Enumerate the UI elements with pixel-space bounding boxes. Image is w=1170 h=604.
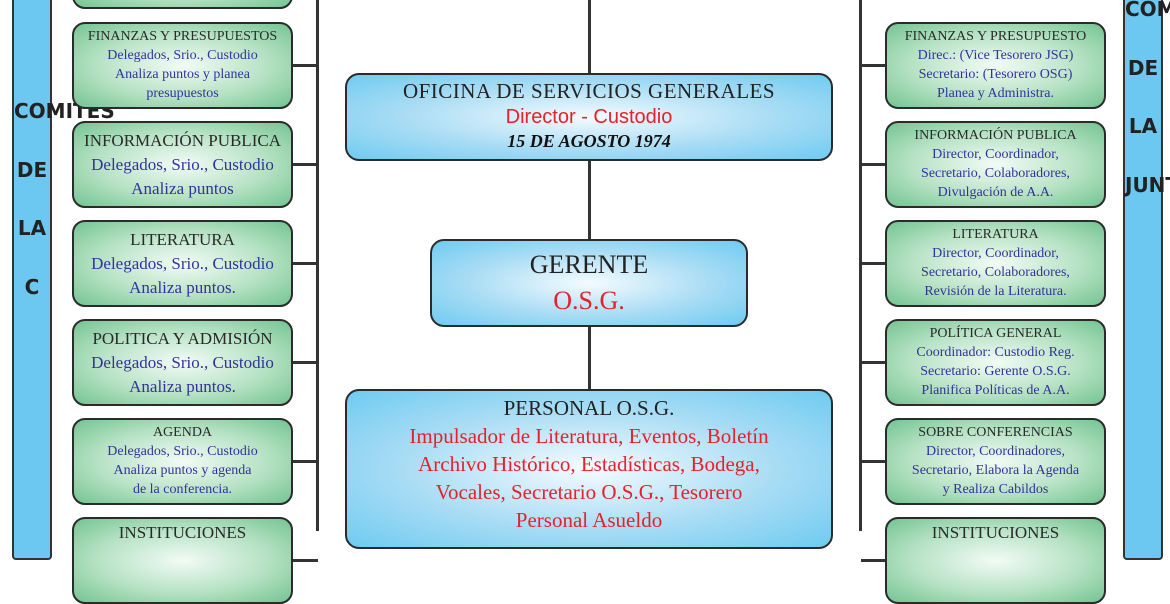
committee-line: Planifica Políticas de A.A.: [921, 383, 1070, 398]
committee-title: LITERATURA: [130, 229, 235, 249]
committee-line: Delegados, Srio., Custodio: [91, 154, 274, 174]
left-committee-box: POLITICA Y ADMISIÓN Delegados, Srio., Cus…: [72, 319, 293, 406]
committee-line: Planea y Administra.: [936, 86, 1055, 101]
right-connector-line: [859, 0, 862, 531]
right-committee-box: POLÍTICA GENERAL Coordinador: Custodio Re…: [885, 319, 1106, 406]
left-committee-box: INSTITUCIONES: [72, 517, 293, 604]
committee-line: en elección: [151, 0, 214, 1]
committee-title: FINANZAS Y PRESUPUESTOS: [87, 29, 278, 44]
committee-title: POLITICA Y ADMISIÓN: [92, 328, 273, 348]
personal-line: Personal Asueldo: [515, 508, 663, 532]
committee-line: Secretario: Gerente O.S.G.: [920, 364, 1071, 379]
committee-line: Director, Coordinadores,: [925, 444, 1065, 459]
committee-title: INFORMACIÓN PUBLICA: [84, 130, 281, 150]
connector-branch: [292, 559, 318, 562]
right-committee-box: LITERATURA Director, Coordinador, Secretar…: [885, 220, 1106, 307]
committee-title: INSTITUCIONES: [931, 523, 1060, 542]
osg-date: 15 DE AGOSTO 1974: [507, 131, 671, 151]
committee-line: Director, Coordinador,: [932, 147, 1059, 162]
left-committees-bar: COMITES DE LA C: [12, 0, 115, 560]
committee-line: Secretario: (Tesorero OSG): [918, 67, 1073, 82]
committee-line: Divulgación de A.A.: [937, 185, 1054, 200]
committee-title: POLÍTICA GENERAL: [929, 326, 1062, 341]
right-committee-box: INFORMACIÓN PUBLICA Director, Coordinador…: [885, 121, 1106, 208]
committee-line: de la conferencia.: [132, 482, 233, 497]
committee-line: Director, Coordinador,: [932, 246, 1059, 261]
committee-title: SOBRE CONFERENCIAS: [918, 425, 1073, 440]
personal-title: PERSONAL O.S.G.: [503, 396, 675, 420]
committee-title: INFORMACIÓN PUBLICA: [914, 128, 1077, 143]
committee-line: presupuestos: [146, 86, 219, 101]
committee-title: AGENDA: [152, 425, 213, 440]
right-committees-bar: COMITES DE LA JUNTA: [1123, 0, 1170, 560]
connector-branch: [861, 64, 887, 67]
connector-branch: [292, 460, 318, 463]
committee-line: Revisión de la Literatura.: [924, 284, 1067, 299]
committee-line: y Realiza Cabildos: [942, 482, 1049, 497]
left-committee-box: en elección: [72, 0, 293, 9]
osg-role: Director - Custodio: [505, 106, 673, 128]
committee-title: FINANZAS Y PRESUPUESTO: [904, 29, 1087, 44]
committee-title: LITERATURA: [952, 227, 1039, 242]
connector-branch: [292, 163, 318, 166]
connector-branch: [861, 361, 887, 364]
personal-box: PERSONAL O.S.G. Impulsador de Literatura…: [345, 389, 833, 549]
left-bar-label: COMITES DE LA C: [14, 99, 115, 299]
connector-branch: [292, 361, 318, 364]
committee-line: Delegados, Srio., Custodio: [107, 444, 258, 459]
gerente-title: GERENTE: [529, 250, 649, 279]
left-committee-box: INFORMACIÓN PUBLICA Delegados, Srio., Cus…: [72, 121, 293, 208]
connector-branch: [861, 559, 887, 562]
committee-title: INSTITUCIONES: [118, 523, 247, 542]
committee-line: Secretario, Elabora la Agenda: [911, 463, 1080, 478]
left-committee-box: FINANZAS Y PRESUPUESTOS Delegados, Srio.,…: [72, 22, 293, 109]
left-connector-line: [316, 0, 319, 531]
connector-branch: [292, 262, 318, 265]
right-bar-label: COMITES DE LA JUNTA: [1125, 0, 1170, 197]
committee-line: Delegados, Srio., Custodio: [91, 352, 274, 372]
right-committee-box: SOBRE CONFERENCIAS Director, Coordinadore…: [885, 418, 1106, 505]
gerente-subtitle: O.S.G.: [553, 286, 625, 315]
committee-line: Analiza puntos y agenda: [113, 463, 252, 478]
committee-line: Secretario, Colaboradores,: [921, 166, 1070, 181]
right-committee-box: FINANZAS Y PRESUPUESTO Direc.: (Vice Teso…: [885, 22, 1106, 109]
connector-branch: [861, 163, 887, 166]
committee-line: Secretario, Colaboradores,: [921, 265, 1070, 280]
committee-line: Analiza puntos.: [129, 277, 236, 297]
committee-line: Analiza puntos.: [129, 376, 236, 396]
osg-title: OFICINA DE SERVICIOS GENERALES: [402, 79, 776, 103]
connector-branch: [861, 460, 887, 463]
right-committee-box: INSTITUCIONES: [885, 517, 1106, 604]
gerente-box: GERENTE O.S.G.: [430, 239, 748, 327]
committee-line: Analiza puntos y planea: [115, 67, 250, 82]
osg-box: OFICINA DE SERVICIOS GENERALES Director …: [345, 73, 833, 161]
committee-line: Direc.: (Vice Tesorero JSG): [917, 48, 1074, 63]
committee-line: Analiza puntos: [131, 178, 234, 198]
connector-branch: [292, 64, 318, 67]
committee-line: Delegados, Srio., Custodio: [91, 253, 274, 273]
committee-line: Delegados, Srio., Custodio: [107, 48, 258, 63]
personal-line: Impulsador de Literatura, Eventos, Bolet…: [409, 424, 769, 448]
personal-line: Vocales, Secretario O.S.G., Tesorero: [435, 480, 743, 504]
connector-branch: [861, 262, 887, 265]
committee-line: Coordinador: Custodio Reg.: [916, 345, 1075, 360]
personal-line: Archivo Histórico, Estadísticas, Bodega,: [418, 452, 760, 476]
